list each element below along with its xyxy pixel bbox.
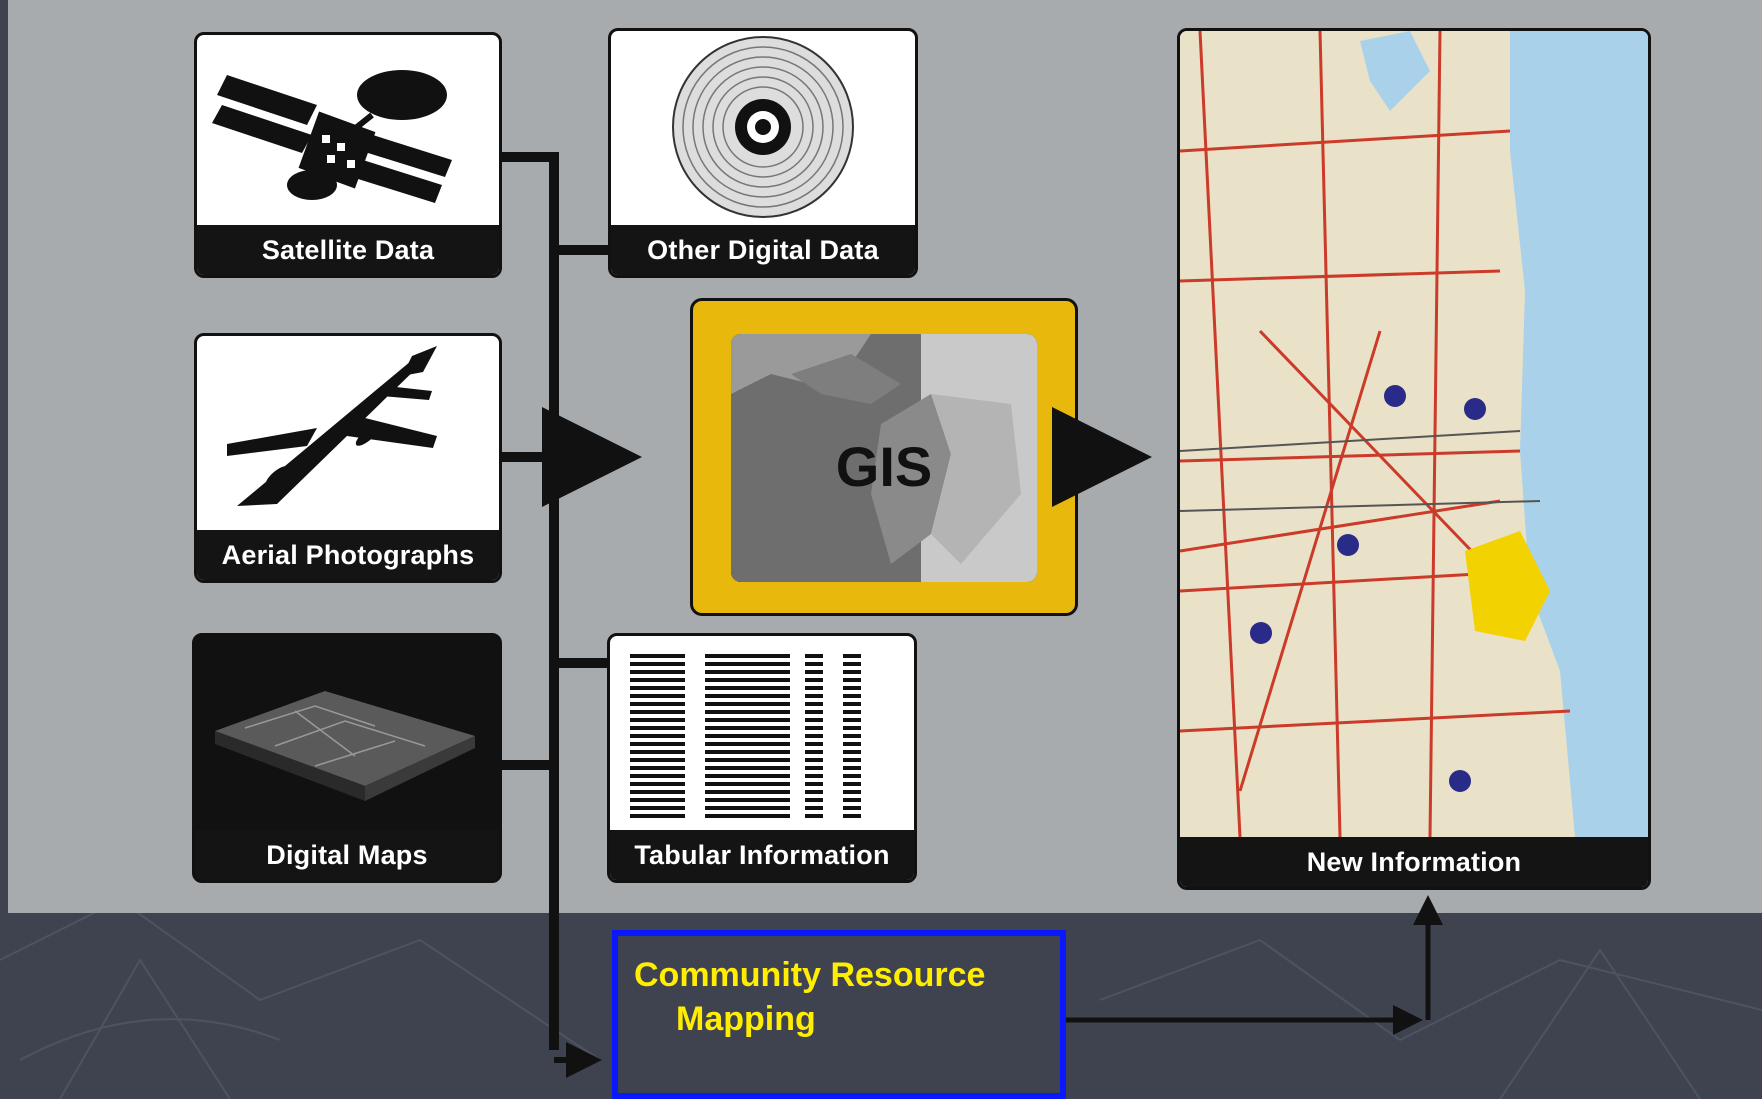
tabular-information-label: Tabular Information (610, 830, 914, 880)
aerial-photographs-card: Aerial Photographs (194, 333, 502, 583)
other-digital-data-card: Other Digital Data (608, 28, 918, 278)
tabular-information-card: Tabular Information (607, 633, 917, 883)
gis-label: GIS (835, 435, 933, 498)
crm-title-line1: Community Resource (634, 956, 986, 994)
road-map-image (1180, 31, 1648, 837)
other-digital-data-label: Other Digital Data (611, 225, 915, 275)
community-resource-mapping-box: Community Resource Mapping (612, 930, 1066, 1099)
new-information-card: New Information (1177, 28, 1651, 890)
satellite-data-label: Satellite Data (197, 225, 499, 275)
table-icon (610, 636, 914, 830)
airplane-icon (197, 336, 499, 530)
crm-title-line2: Mapping (676, 1000, 816, 1038)
compact-disc-icon (611, 31, 915, 225)
new-information-label: New Information (1180, 837, 1648, 887)
satellite-data-card: Satellite Data (194, 32, 502, 278)
digital-maps-card: Digital Maps (192, 633, 502, 883)
terrain-map-icon (195, 636, 499, 830)
gis-frame: GIS (690, 298, 1078, 616)
gis-screen: GIS (731, 334, 1037, 582)
great-lakes-map-graphic (731, 334, 1037, 582)
digital-maps-label: Digital Maps (195, 830, 499, 880)
satellite-icon (197, 35, 499, 225)
aerial-photographs-label: Aerial Photographs (197, 530, 499, 580)
